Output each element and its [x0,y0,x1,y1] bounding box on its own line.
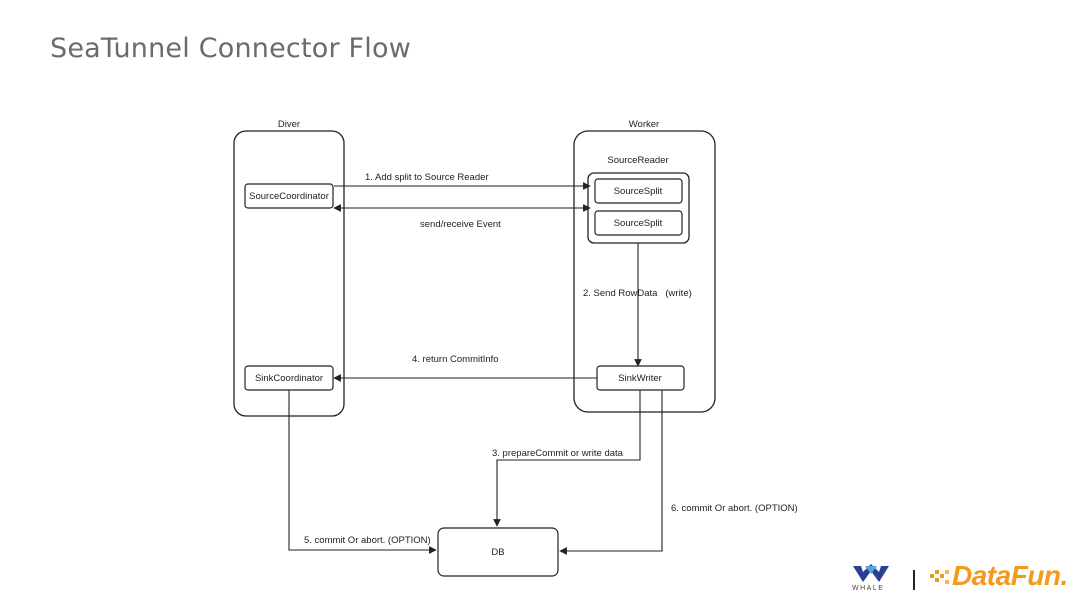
sink-writer-node: SinkWriter [596,365,685,391]
source-reader-label: SourceReader [607,155,668,166]
datafun-logo-text: DataFun. [952,560,1068,591]
driver-label: Diver [278,119,300,130]
sink-coordinator-label: SinkCoordinator [255,373,323,384]
datafun-dots-icon [930,570,949,584]
source-split-node-1: SourceSplit [594,178,683,204]
source-split-node-2: SourceSplit [594,210,683,236]
whale-logo-text: WHALE [852,585,885,592]
worker-label: Worker [629,119,659,130]
commit-worker-arrow [559,390,663,555]
db-label: DB [491,547,504,558]
whale-logo-icon [853,564,889,582]
prepare-commit-label: 3. prepareCommit or write data [492,448,624,459]
add-split-label: 1. Add split to Source Reader [365,172,489,183]
worker-group: Worker SourceReader [573,119,716,413]
source-split-label-2: SourceSplit [614,218,663,229]
db-node: DB [437,527,559,577]
return-commitinfo-label: 4. return CommitInfo [412,354,499,365]
commit-driver-arrow [288,390,437,554]
prepare-commit-arrow [493,390,641,527]
brand-divider [913,570,915,590]
commit-driver-label: 5. commit Or abort. (OPTION) [304,535,431,546]
send-rowdata-label: 2. Send RowData (write) [583,288,692,299]
sink-writer-label: SinkWriter [618,373,662,384]
source-coordinator-label: SourceCoordinator [249,191,329,202]
commit-worker-label: 6. commit Or abort. (OPTION) [671,503,798,514]
source-split-label-1: SourceSplit [614,186,663,197]
page-title: SeaTunnel Connector Flow [50,33,411,64]
send-receive-label: send/receive Event [420,219,501,230]
source-coordinator-node: SourceCoordinator [244,183,334,209]
sink-coordinator-node: SinkCoordinator [244,365,334,391]
